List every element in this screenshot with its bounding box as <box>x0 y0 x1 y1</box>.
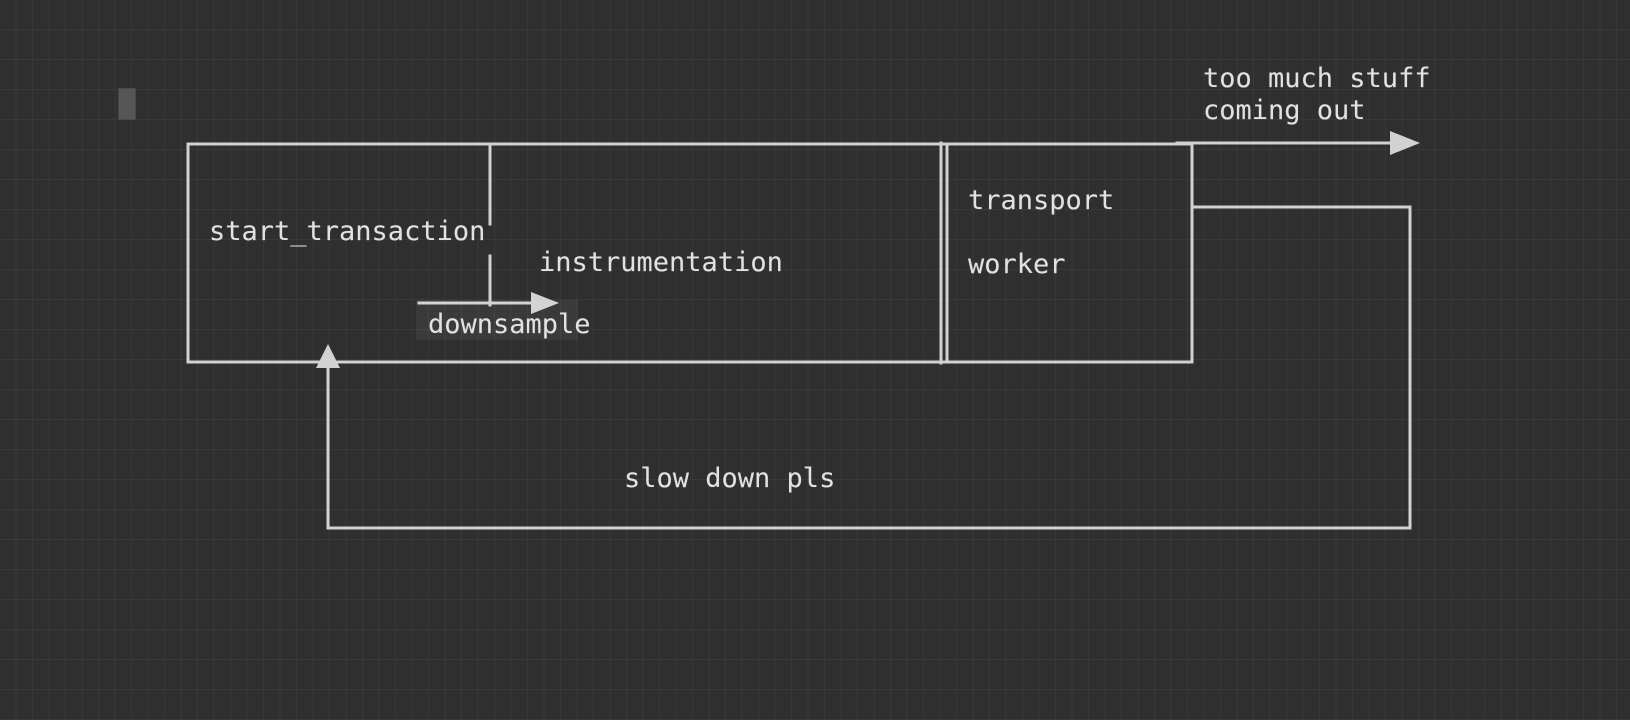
slow-down-pls-arrow[interactable] <box>316 205 1412 530</box>
text-cursor-block[interactable] <box>118 88 136 120</box>
downsample-arrow[interactable] <box>417 292 559 314</box>
too-much-stuff-arrow[interactable] <box>1175 131 1420 155</box>
start-transaction-label: start_transaction <box>209 216 486 247</box>
too-much-stuff-label-line-2: coming out <box>1203 95 1366 126</box>
transport-worker-box-divider[interactable] <box>939 141 949 365</box>
slow-down-pls-label: slow down pls <box>624 463 836 494</box>
worker-label: worker <box>968 249 1066 280</box>
instrumentation-label: instrumentation <box>539 247 783 278</box>
downsample-label: downsample <box>428 309 591 340</box>
transport-label: transport <box>968 185 1115 216</box>
too-much-stuff-label-line-1: too much stuff <box>1203 63 1431 94</box>
